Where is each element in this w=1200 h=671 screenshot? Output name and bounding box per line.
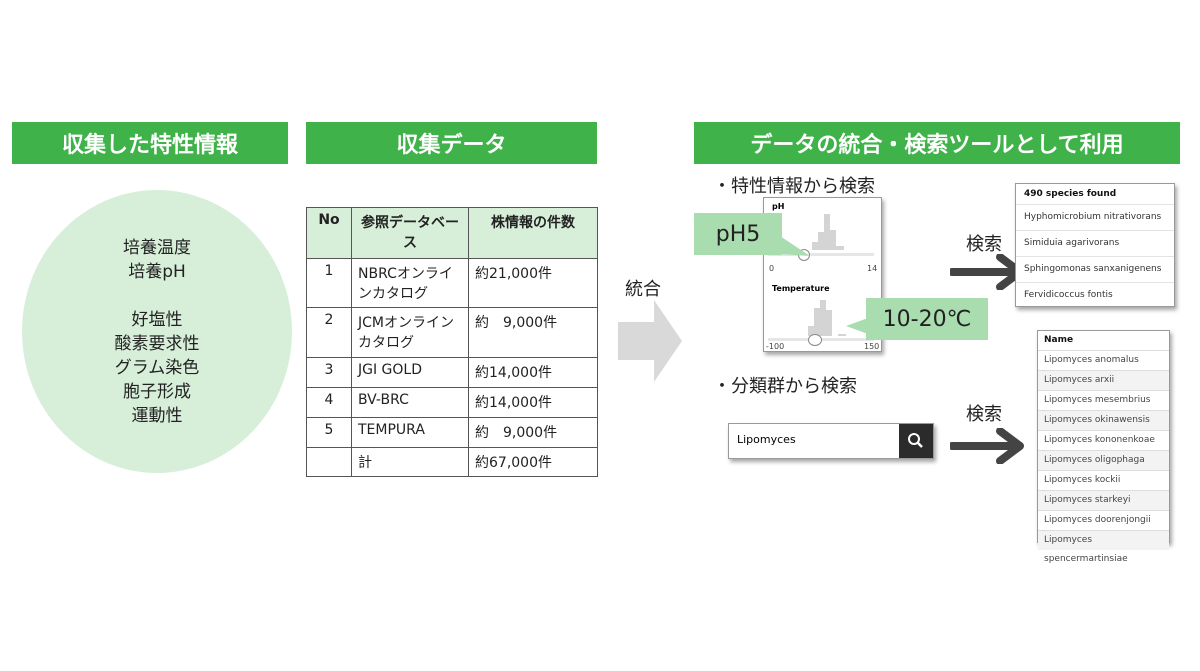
- row-count: 約14,000件: [468, 387, 598, 418]
- temp-max: 150: [864, 342, 880, 351]
- row-count: 約 9,000件: [468, 307, 598, 358]
- result-item[interactable]: Simiduia agarivorans: [1016, 230, 1174, 256]
- temperature-callout-pointer: [846, 318, 868, 334]
- trait-item: 培養pH: [128, 261, 186, 282]
- col-count: 株情報の件数: [468, 207, 598, 259]
- integrate-label: 統合: [625, 279, 661, 300]
- list-item[interactable]: Lipomyces okinawensis: [1038, 410, 1169, 430]
- ph-label: pH: [772, 202, 785, 211]
- integrate-arrow-icon: [618, 300, 682, 382]
- row-no: [306, 447, 352, 477]
- taxon-search-label: 検索: [966, 404, 1002, 425]
- ph-histogram: [804, 212, 854, 250]
- row-no: 3: [306, 357, 352, 388]
- list-item[interactable]: Lipomyces spencermartinsiae: [1038, 530, 1169, 564]
- list-item[interactable]: Lipomyces arxii: [1038, 370, 1169, 390]
- result-item[interactable]: Sphingomonas sanxanigenens: [1016, 256, 1174, 282]
- list-item[interactable]: Lipomyces kononenkoae: [1038, 430, 1169, 450]
- row-database: JCMオンラインカタログ: [351, 307, 469, 358]
- row-count: 約67,000件: [468, 447, 598, 477]
- row-no: 1: [306, 258, 352, 308]
- ph-max: 14: [867, 264, 878, 273]
- row-no: 5: [306, 417, 352, 448]
- search-button[interactable]: [899, 424, 933, 458]
- header-collected-data: 収集データ: [306, 122, 597, 164]
- row-count: 約 9,000件: [468, 417, 598, 448]
- traits-circle: 培養温度培養pH 好塩性酸素要求性グラム染色胞子形成運動性: [22, 190, 292, 473]
- header-usage: データの統合・検索ツールとして利用: [694, 122, 1180, 164]
- list-item[interactable]: Lipomyces kockii: [1038, 470, 1169, 490]
- taxon-search-title: ・分類群から検索: [713, 376, 857, 397]
- col-db: 参照データベース: [351, 207, 469, 259]
- row-database: BV-BRC: [351, 387, 469, 418]
- trait-item: 好塩性: [131, 309, 183, 330]
- temperature-callout: 10-20℃: [866, 298, 988, 340]
- col-no: No: [306, 207, 352, 259]
- search-icon: [908, 433, 923, 448]
- result-item[interactable]: Hyphomicrobium nitrativorans: [1016, 204, 1174, 230]
- temperature-label: Temperature: [772, 284, 830, 293]
- row-count: 約21,000件: [468, 258, 598, 308]
- ph-min: 0: [769, 264, 775, 273]
- temperature-histogram: [804, 298, 854, 336]
- temp-min: -100: [766, 342, 785, 351]
- ph-slider[interactable]: [768, 253, 874, 256]
- row-count: 約14,000件: [468, 357, 598, 388]
- table-row: 計約67,000件: [306, 447, 598, 477]
- list-item[interactable]: Lipomyces mesembrius: [1038, 390, 1169, 410]
- header-collected-traits: 収集した特性情報: [12, 122, 288, 164]
- list-item[interactable]: Lipomyces anomalus: [1038, 350, 1169, 370]
- trait-item: 胞子形成: [123, 381, 191, 402]
- trait-item: 運動性: [131, 405, 183, 426]
- trait-search-label: 検索: [966, 234, 1002, 255]
- list-item[interactable]: Lipomyces starkeyi: [1038, 490, 1169, 510]
- taxon-search-box[interactable]: [728, 423, 934, 459]
- results-count: 490 species found: [1024, 189, 1117, 199]
- arrow-right-icon: [950, 428, 1024, 464]
- trait-item: グラム染色: [114, 357, 200, 378]
- row-database: NBRCオンラインカタログ: [351, 258, 469, 308]
- list-item[interactable]: Lipomyces oligophaga: [1038, 450, 1169, 470]
- temperature-slider-handle[interactable]: [808, 334, 822, 346]
- list-item[interactable]: Lipomyces doorenjongii: [1038, 510, 1169, 530]
- row-database: TEMPURA: [351, 417, 469, 448]
- row-database: 計: [351, 447, 469, 477]
- ph-callout-pointer: [780, 236, 810, 256]
- row-no: 4: [306, 387, 352, 418]
- list-header: Name: [1038, 331, 1169, 350]
- trait-results-panel: 490 species found Hyphomicrobium nitrati…: [1015, 183, 1175, 307]
- row-database: JGI GOLD: [351, 357, 469, 388]
- filter-panel: pH 0 14 Temperature -100 150: [763, 197, 882, 352]
- trait-item: 培養温度: [123, 237, 191, 258]
- taxon-search-input[interactable]: [735, 432, 899, 447]
- result-item[interactable]: Fervidicoccus fontis: [1016, 282, 1174, 308]
- trait-item: 酸素要求性: [114, 333, 200, 354]
- trait-search-title: ・特性情報から検索: [713, 176, 875, 197]
- ph-callout: pH5: [694, 213, 782, 255]
- row-no: 2: [306, 307, 352, 358]
